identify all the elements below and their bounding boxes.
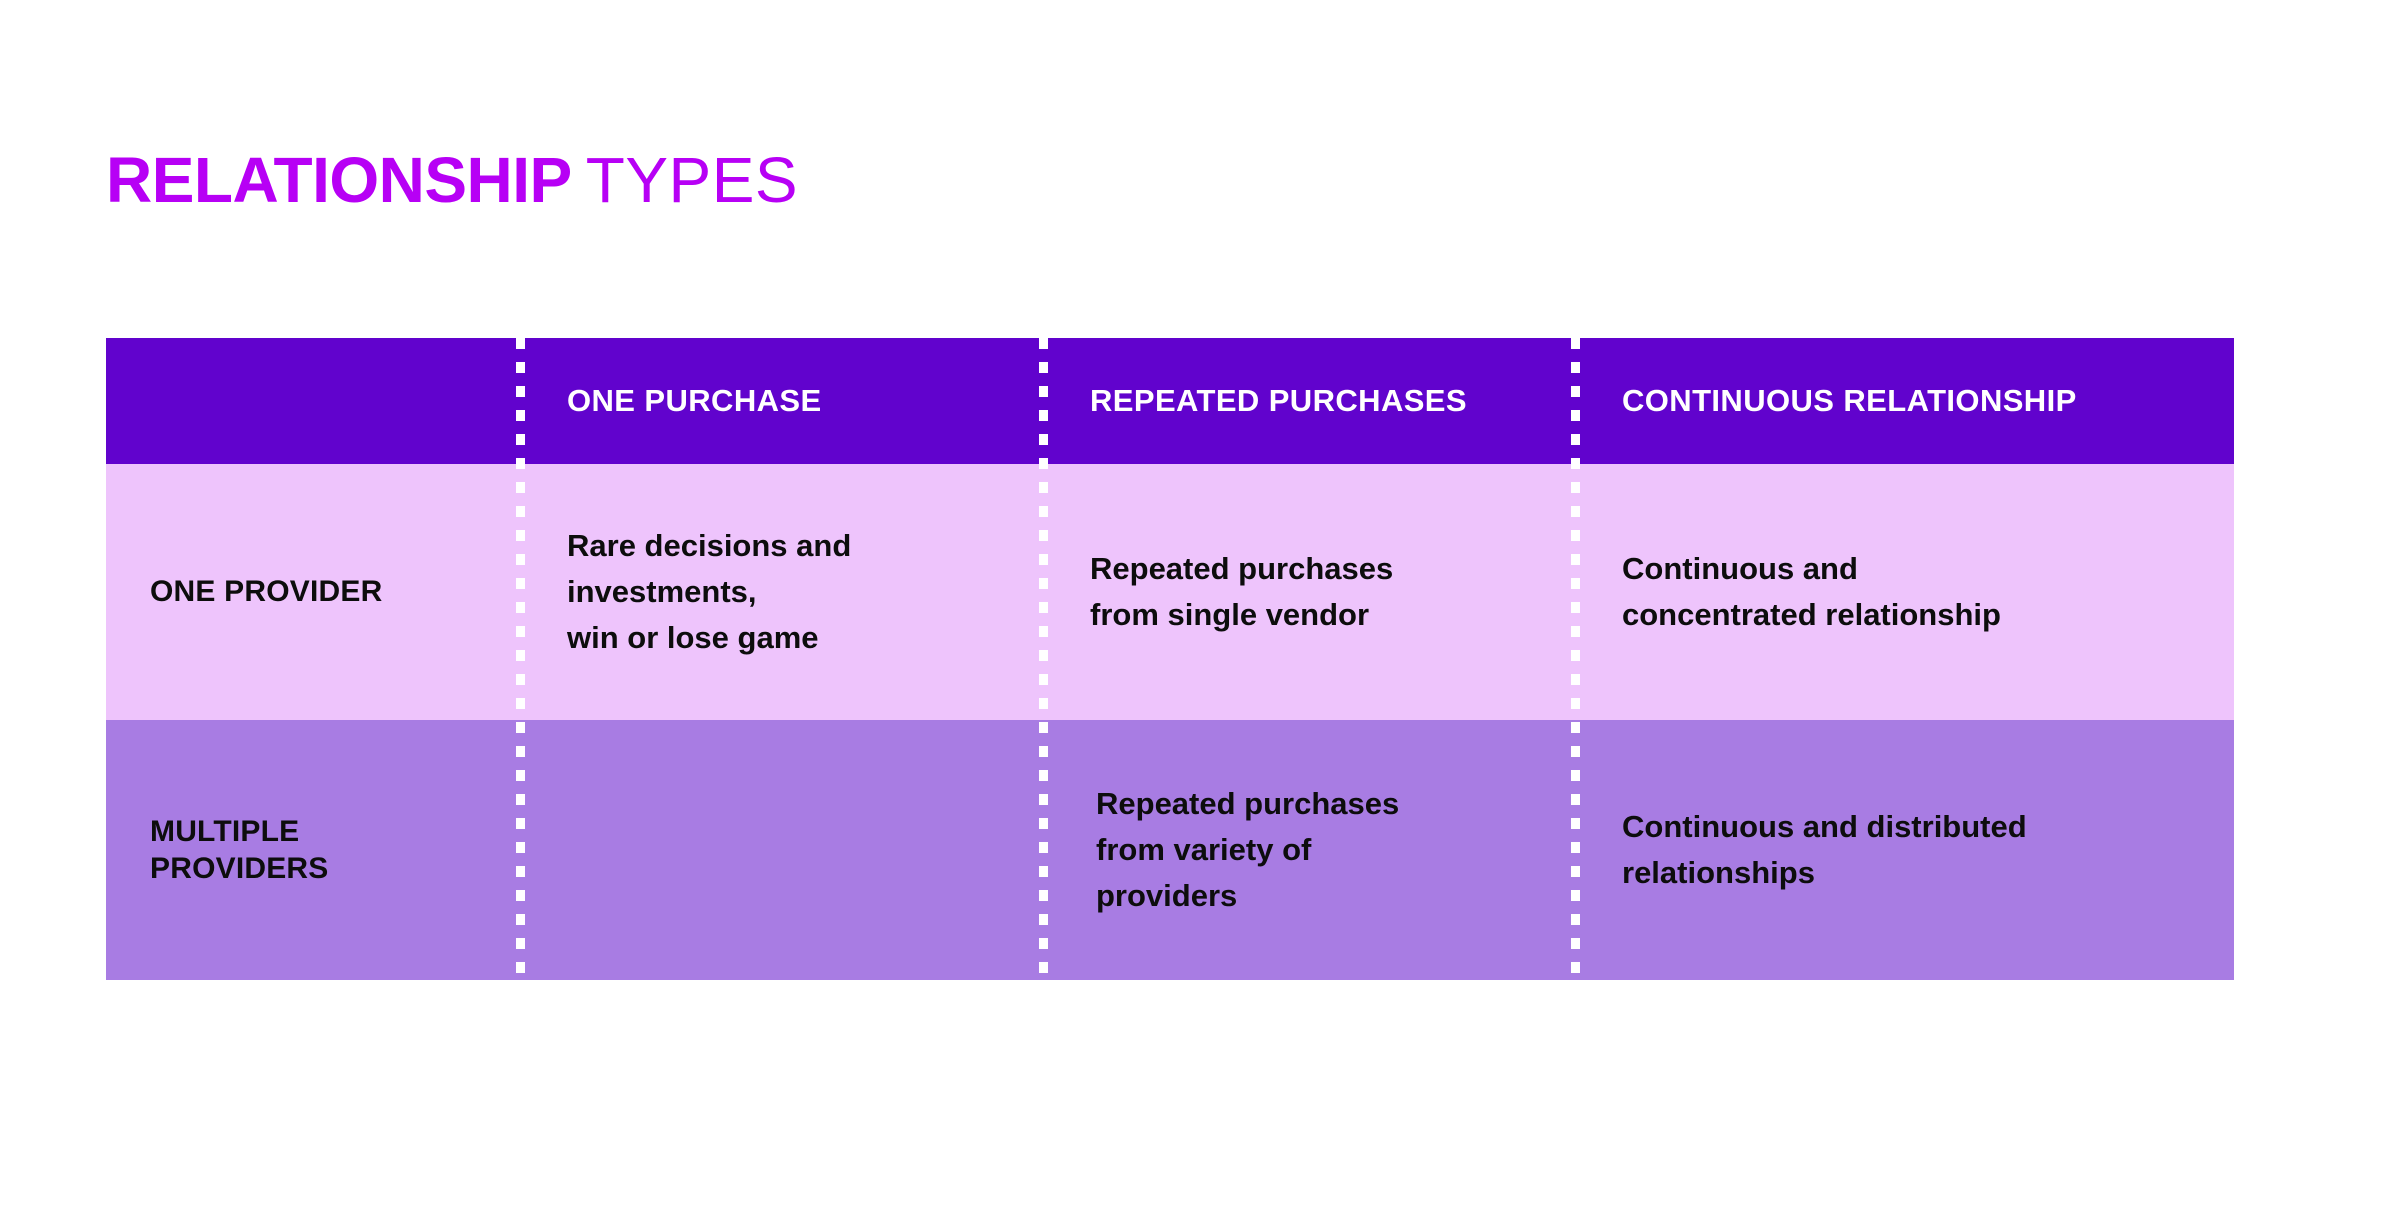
cell-text-one-provider-continuous-relationship: Continuous and concentrated relationship (1622, 551, 2001, 632)
cell-text-one-provider-repeated-purchases: Repeated purchases from single vendor (1090, 551, 1394, 632)
row-label-cell-one-provider: ONE PROVIDER (106, 464, 521, 720)
header-label-repeated-purchases: REPEATED PURCHASES (1090, 383, 1467, 419)
relationship-types-table: ONE PURCHASE REPEATED PURCHASES CONTINUO… (106, 338, 2234, 980)
row-label-one-provider: ONE PROVIDER (150, 575, 383, 609)
table-row-one-provider: ONE PROVIDER Rare decisions and investme… (106, 464, 2234, 720)
cell-multiple-providers-continuous-relationship: Continuous and distributed relationships (1576, 720, 2234, 980)
cell-multiple-providers-repeated-purchases: Repeated purchases from variety of provi… (1044, 720, 1576, 980)
header-cell-continuous-relationship: CONTINUOUS RELATIONSHIP (1576, 338, 2234, 464)
page-title-strong: RELATIONSHIP (106, 144, 572, 216)
cell-multiple-providers-one-purchase (521, 720, 1044, 980)
cell-text-one-provider-one-purchase: Rare decisions and investments, win or l… (567, 528, 852, 655)
row-label-multiple-providers: MULTIPLE PROVIDERS (150, 814, 329, 886)
table-row-multiple-providers: MULTIPLE PROVIDERS Repeated purchases fr… (106, 720, 2234, 980)
cell-text-multiple-providers-continuous-relationship: Continuous and distributed relationships (1622, 809, 2027, 890)
cell-one-provider-one-purchase: Rare decisions and investments, win or l… (521, 464, 1044, 720)
cell-text-multiple-providers-repeated-purchases: Repeated purchases from variety of provi… (1096, 786, 1400, 913)
table-header-row: ONE PURCHASE REPEATED PURCHASES CONTINUO… (106, 338, 2234, 464)
header-cell-one-purchase: ONE PURCHASE (521, 338, 1044, 464)
row-label-cell-multiple-providers: MULTIPLE PROVIDERS (106, 720, 521, 980)
cell-one-provider-repeated-purchases: Repeated purchases from single vendor (1044, 464, 1576, 720)
cell-one-provider-continuous-relationship: Continuous and concentrated relationship (1576, 464, 2234, 720)
page-title-light: TYPES (585, 144, 799, 216)
header-label-continuous-relationship: CONTINUOUS RELATIONSHIP (1622, 383, 2077, 419)
header-cell-repeated-purchases: REPEATED PURCHASES (1044, 338, 1576, 464)
header-label-one-purchase: ONE PURCHASE (567, 383, 822, 419)
header-cell-corner (106, 338, 521, 464)
